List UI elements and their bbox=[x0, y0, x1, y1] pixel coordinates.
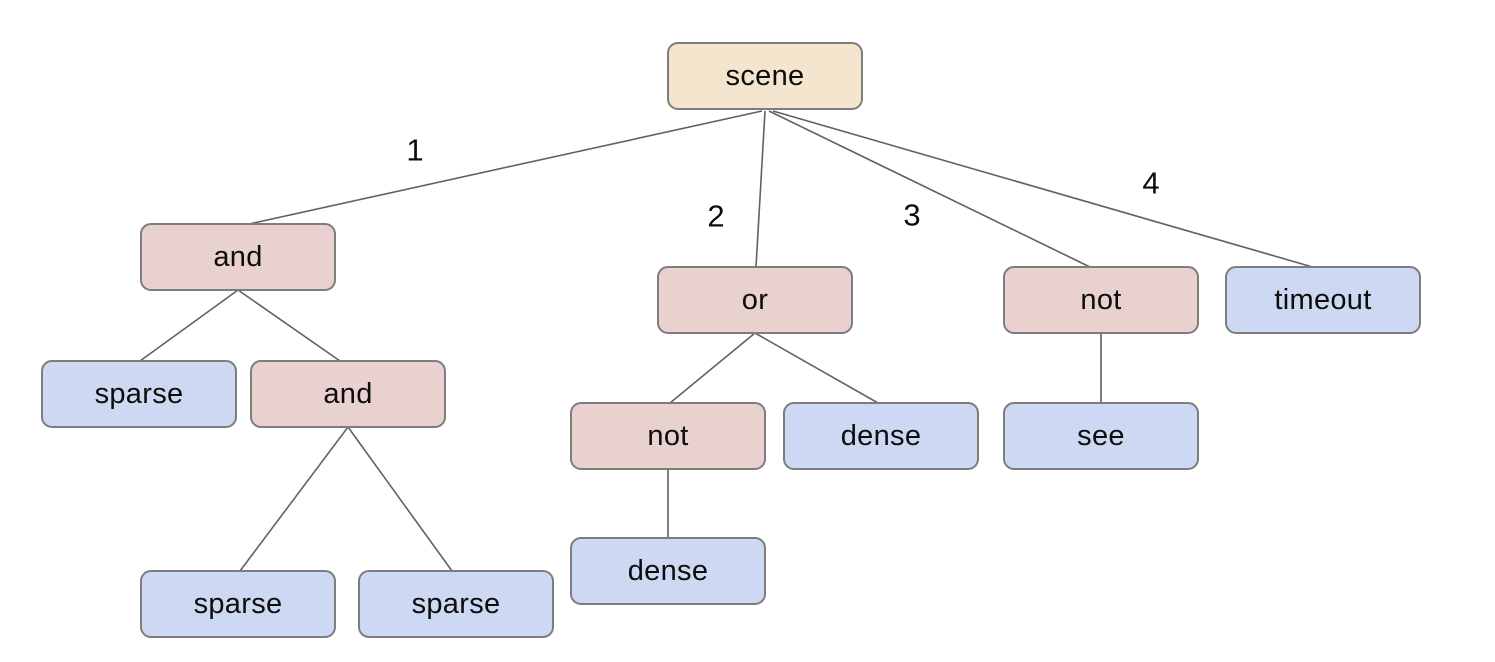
edge-scene-or bbox=[755, 110, 766, 268]
node-or: or bbox=[657, 266, 853, 334]
edge-label-1: 1 bbox=[406, 132, 424, 168]
edge-and2-sparse bbox=[239, 426, 349, 572]
node-dense-2: dense bbox=[570, 537, 766, 605]
node-label: sparse bbox=[94, 377, 184, 410]
edge-and2-sparse2 bbox=[347, 426, 453, 572]
node-label: sparse bbox=[193, 587, 283, 620]
node-timeout: timeout bbox=[1225, 266, 1421, 334]
node-label: dense bbox=[627, 554, 709, 587]
node-sparse-1: sparse bbox=[41, 360, 237, 428]
node-label: or bbox=[741, 283, 769, 316]
node-label: see bbox=[1077, 419, 1125, 452]
edge-and-and bbox=[237, 289, 341, 362]
edge-or-dense bbox=[754, 332, 879, 404]
edge-or-not bbox=[669, 332, 756, 404]
node-label: not bbox=[647, 419, 689, 452]
edge-and-sparse bbox=[139, 289, 239, 362]
node-label: sparse bbox=[411, 587, 501, 620]
node-label: scene bbox=[725, 59, 805, 92]
edge-label-2: 2 bbox=[707, 198, 725, 234]
node-and-1: and bbox=[140, 223, 336, 291]
edge-label-3: 3 bbox=[903, 197, 921, 233]
node-and-2: and bbox=[250, 360, 446, 428]
edge-scene-and bbox=[239, 110, 763, 227]
node-sparse-3: sparse bbox=[358, 570, 554, 638]
node-scene: scene bbox=[667, 42, 863, 110]
edge-scene-timeout bbox=[772, 110, 1317, 269]
node-label: dense bbox=[840, 419, 922, 452]
edge-label-4: 4 bbox=[1142, 165, 1160, 201]
node-sparse-2: sparse bbox=[140, 570, 336, 638]
node-label: and bbox=[323, 377, 373, 410]
edge-scene-not bbox=[768, 110, 1091, 268]
node-label: not bbox=[1080, 283, 1122, 316]
node-label: and bbox=[213, 240, 263, 273]
node-not-2: not bbox=[1003, 266, 1199, 334]
node-not-1: not bbox=[570, 402, 766, 470]
node-dense-1: dense bbox=[783, 402, 979, 470]
node-see: see bbox=[1003, 402, 1199, 470]
node-label: timeout bbox=[1274, 283, 1372, 316]
